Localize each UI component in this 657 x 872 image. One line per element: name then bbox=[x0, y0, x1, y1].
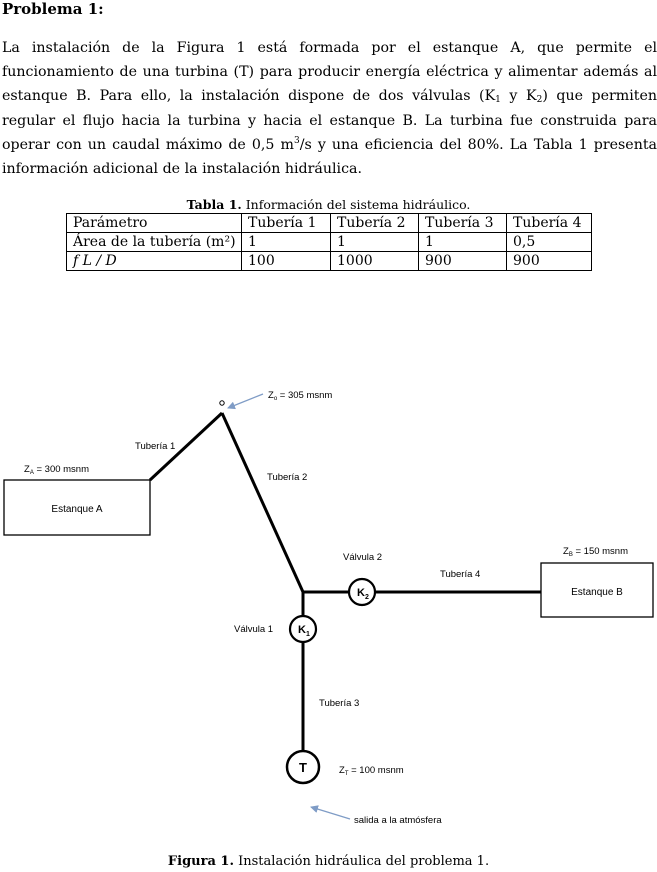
valve-1-caption: Válvula 1 bbox=[234, 624, 273, 635]
node-o-marker bbox=[219, 400, 225, 406]
arrow-outlet bbox=[310, 805, 351, 820]
tank-b-box bbox=[540, 562, 654, 618]
elevation-o-label: Zo = 305 msnm bbox=[268, 390, 332, 402]
header-cell: Tubería 3 bbox=[418, 213, 507, 233]
elevation-b-label: ZB = 150 msnm bbox=[563, 546, 628, 558]
hydraulic-info-table: Parámetro Tubería 1 Tubería 2 Tubería 3 … bbox=[66, 213, 592, 271]
table-cell: 1 bbox=[330, 232, 419, 252]
table-cell: 100 bbox=[241, 251, 331, 271]
valve-k1-symbol bbox=[288, 614, 318, 644]
problem-statement: La instalación de la Figura 1 está forma… bbox=[2, 40, 657, 178]
header-cell: Tubería 4 bbox=[506, 213, 592, 233]
elevation-t-label: ZT = 100 msnm bbox=[339, 765, 404, 777]
turbine-label: T bbox=[299, 760, 307, 775]
pipe-2-line bbox=[220, 412, 305, 593]
pipe-2-label: Tubería 2 bbox=[267, 472, 307, 483]
valve-k2-label: K2 bbox=[357, 587, 369, 601]
table-row: Área de la tubería (m²) 1 1 1 0,5 bbox=[66, 232, 592, 252]
pipe-3-label: Tubería 3 bbox=[319, 698, 359, 709]
turbine-symbol bbox=[285, 749, 321, 785]
figure-caption: Figura 1. Instalación hidráulica del pro… bbox=[167, 854, 490, 869]
tank-a-label: Estanque A bbox=[51, 504, 102, 515]
arrow-to-node-o bbox=[227, 393, 264, 410]
table-cell: Área de la tubería (m²) bbox=[66, 232, 242, 252]
valve-2-caption: Válvula 2 bbox=[343, 552, 382, 563]
valve-k2-symbol bbox=[347, 577, 377, 607]
pipe-1-line bbox=[148, 411, 224, 482]
header-cell: Parámetro bbox=[66, 213, 242, 233]
table-cell: 1 bbox=[418, 232, 507, 252]
elevation-a-label: ZA = 300 msnm bbox=[24, 464, 89, 476]
table-cell: 1000 bbox=[330, 251, 419, 271]
header-cell: Tubería 2 bbox=[330, 213, 419, 233]
pipe-4-label: Tubería 4 bbox=[440, 569, 480, 580]
hydraulic-installation-diagram: Estanque A Estanque B K2 K1 T Zo = 305 m… bbox=[3, 390, 654, 826]
tank-a-box bbox=[3, 479, 151, 536]
problem-title: Problema 1: bbox=[2, 0, 104, 18]
table-cell: 1 bbox=[241, 232, 331, 252]
pipe-1-label: Tubería 1 bbox=[135, 441, 175, 452]
table-cell: 900 bbox=[418, 251, 507, 271]
outlet-label: salida a la atmósfera bbox=[354, 815, 442, 826]
table-header-row: Parámetro Tubería 1 Tubería 2 Tubería 3 … bbox=[66, 213, 592, 233]
tank-b-label: Estanque B bbox=[571, 587, 623, 598]
table-caption: Tabla 1. Información del sistema hidrául… bbox=[186, 197, 471, 212]
table-cell: f L / D bbox=[66, 251, 242, 271]
valve-k1-label: K1 bbox=[298, 624, 310, 638]
table-cell: 0,5 bbox=[506, 232, 592, 252]
header-cell: Tubería 1 bbox=[241, 213, 331, 233]
table-row: f L / D 100 1000 900 900 bbox=[66, 251, 592, 271]
table-cell: 900 bbox=[506, 251, 592, 271]
